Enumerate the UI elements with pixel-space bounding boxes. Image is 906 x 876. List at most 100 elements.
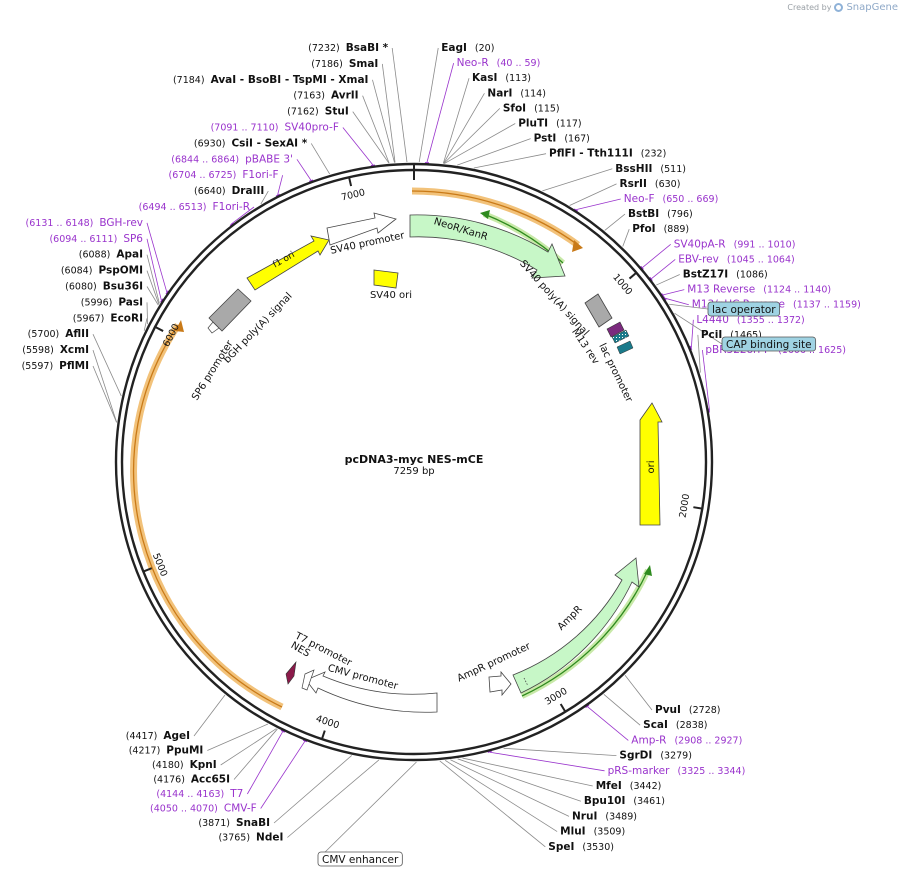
feature-ampr (512, 557, 640, 694)
box-cmv-enhancer (317, 851, 403, 867)
leader-m13-puc-reverse (665, 297, 689, 306)
leader-bpu10i (457, 758, 581, 802)
site-pos-avrii: (7163) (293, 91, 325, 102)
site-pos-nrui: (3489) (605, 811, 637, 822)
leader-l4440 (690, 319, 694, 348)
leader-sp6 (146, 238, 162, 301)
site-name-agei: AgeI (163, 730, 190, 742)
site-name-pflmi: PflMI (59, 360, 89, 372)
leader-cmv-enhancer (317, 761, 417, 860)
box-text-cmv-enhancer: CMV enhancer (322, 854, 399, 866)
site-name-nari: NarI (487, 87, 512, 99)
tick-6000 (154, 326, 164, 332)
plasmid-size: 7259 bp (393, 466, 434, 477)
site-pos-sv40pro-f: (7091 .. 7110) (211, 123, 279, 134)
leader-xcmi (92, 349, 118, 423)
site-pos-eagi: (20) (475, 43, 495, 54)
leader-pluti (444, 123, 516, 164)
leader-kasi (442, 78, 470, 164)
leader-f1ori-r (231, 206, 255, 225)
leader-avrii (362, 95, 390, 164)
leader-pvui (624, 674, 653, 711)
leader-pflfi-tth111i (473, 153, 547, 169)
leader-lac-operator (669, 303, 709, 310)
site-name-bstbi: BstBI (628, 208, 659, 220)
site-name-pflfi-tth111i: PflFI - Tth111I (549, 148, 633, 160)
label-ampr: AmpR (556, 604, 585, 633)
feature-cmv-promoter (305, 671, 438, 713)
tick-label-6000: 6000 (161, 322, 182, 349)
feature-m13-rev (606, 321, 625, 338)
site-name-csii-sexai: CsiI - SexAI * (231, 137, 307, 149)
tick-label-1000: 1000 (610, 272, 634, 298)
site-pos-bsshii: (511) (660, 164, 686, 175)
leader-scai (603, 694, 641, 726)
site-name-neo-r: Neo-R (457, 57, 489, 69)
site-pos-pvui: (2728) (689, 705, 721, 716)
leader-mlui (445, 760, 558, 832)
leader-bgh-rev (146, 222, 168, 293)
site-name-ecori: EcoRI (110, 312, 143, 324)
site-pos-f1ori-f: (6704 .. 6725) (169, 170, 237, 181)
leader-ndei (287, 759, 380, 838)
site-pos-pasi: (5996) (81, 297, 113, 308)
leader-avai-bsobi-tspmi-xmai (372, 79, 395, 163)
site-name-sfoi: SfoI (503, 102, 526, 114)
feature-cap-site (616, 340, 634, 355)
leader-pbabe-3 (296, 159, 312, 181)
leader-agei (193, 694, 226, 737)
site-name-ndei: NdeI (256, 832, 283, 844)
site-name-kpni: KpnI (190, 759, 217, 771)
site-name-bsabi: BsaBI * (346, 42, 389, 54)
site-pos-bsu36i: (6080) (65, 282, 97, 293)
leader-sgrdi (503, 747, 617, 756)
site-name-kasi: KasI (472, 72, 497, 84)
leader-sv40pa-r (642, 243, 671, 268)
leader-bstz17i (656, 274, 680, 286)
leader-sv40pro-f (342, 127, 374, 166)
site-name-pvui: PvuI (655, 704, 681, 716)
leader-bstbi (604, 213, 626, 231)
feature-sv40-promoter (326, 212, 397, 246)
credit-prefix: Created by (787, 3, 832, 12)
leader-cap-binding-site (674, 312, 723, 345)
site-name-psti: PstI (534, 133, 557, 145)
site-name-avrii: AvrII (331, 90, 359, 102)
site-pos-sfoi: (115) (534, 103, 560, 114)
site-name-snabi: SnaBI (236, 817, 270, 829)
site-name-sv40pa-r: SV40pA-R (674, 238, 726, 250)
leader-draiii (260, 190, 269, 205)
site-pos-pbabe-3: (6844 .. 6864) (171, 154, 239, 165)
site-pos-pfoi: (889) (664, 224, 690, 235)
site-name-pfoi: PfoI (632, 223, 655, 235)
feature-nes (285, 660, 297, 685)
site-pos-pcii: (1465) (730, 330, 762, 341)
site-name-sp6: SP6 (123, 233, 143, 245)
tick-3000 (559, 703, 567, 713)
site-name-l4440: L4440 (696, 314, 729, 326)
site-pos-neo-f: (650 .. 669) (663, 194, 719, 205)
site-name-mfei: MfeI (596, 780, 622, 792)
site-name-prs-marker: pRS-marker (608, 765, 671, 777)
site-name-amp-r: Amp-R (631, 734, 666, 746)
site-pos-cmv-f: (4050 .. 4070) (150, 804, 218, 815)
site-pos-sp6: (6094 .. 6111) (49, 234, 117, 245)
feature-t7-promoter (301, 669, 315, 691)
label-ori: ori (646, 460, 657, 473)
plasmid-name: pcDNA3-myc NES-mCE (345, 453, 484, 466)
site-name-t7: T7 (229, 788, 243, 800)
site-pos-nari: (114) (520, 88, 546, 99)
site-pos-stui: (7162) (287, 107, 319, 118)
feature-sv40-ori (373, 269, 399, 289)
box-cap-binding-site (721, 336, 817, 352)
site-pos-apai: (6088) (79, 250, 111, 261)
site-pos-rsrii: (630) (655, 179, 681, 190)
site-pos-ebv-rev: (1045 .. 1064) (727, 254, 795, 265)
feature-lac-operator-box (611, 329, 630, 344)
site-name-stui: StuI (325, 106, 349, 118)
site-pos-bgh-rev: (6131 .. 6148) (26, 218, 94, 229)
site-pos-snabi: (3871) (198, 818, 230, 829)
site-pos-kasi: (113) (505, 73, 531, 84)
site-name-mlui: MluI (560, 826, 585, 838)
